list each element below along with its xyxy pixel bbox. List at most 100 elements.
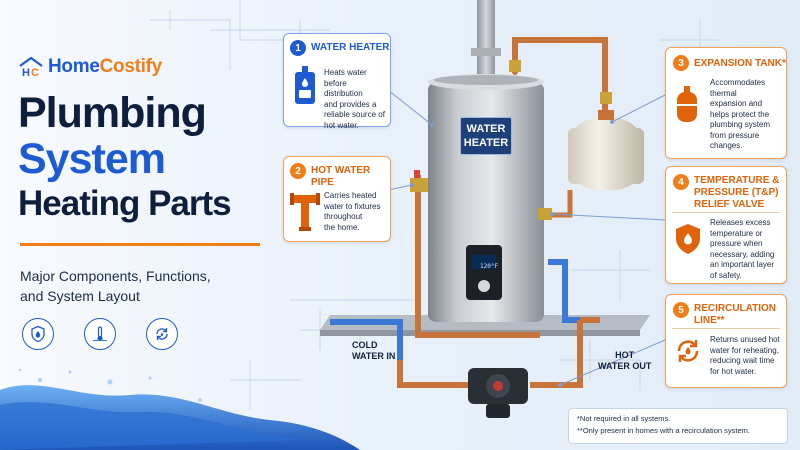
tp-relief-valve bbox=[538, 208, 552, 220]
pump-base bbox=[486, 404, 510, 418]
expansion-tank-icon bbox=[677, 86, 697, 122]
callout-2-desc-line: water to fixtures bbox=[324, 201, 381, 211]
cold-label-line-2: WATER IN bbox=[352, 351, 396, 361]
callout-2-number: 2 bbox=[290, 163, 306, 179]
tank-label: WATER HEATER bbox=[460, 117, 512, 155]
brand-name: HomeCostify bbox=[48, 56, 162, 78]
title-divider bbox=[20, 243, 260, 246]
callout-3-desc-line: Accommodates bbox=[710, 78, 766, 87]
callout-4-desc-line: an important layer bbox=[710, 260, 775, 269]
callout-water-heater: 1 WATER HEATER Heats water before distri… bbox=[283, 33, 391, 130]
callout-4-desc-line: temperature or bbox=[710, 228, 763, 238]
pump-indicator bbox=[493, 381, 503, 391]
callout-1-desc-line: hot water. bbox=[324, 120, 359, 130]
hot-label-line-2: WATER OUT bbox=[598, 361, 652, 371]
callout-4-title-line: PRESSURE (T&P) bbox=[694, 187, 779, 198]
recirculation-arrows-icon bbox=[156, 328, 168, 340]
brand: H C HomeCostify bbox=[18, 56, 162, 78]
control-knob bbox=[478, 280, 490, 292]
callout-5-title: RECIRCULATION LINE** bbox=[694, 303, 782, 327]
callout-4-desc-line: pressure when bbox=[710, 239, 763, 248]
hot-label-line-1: HOT bbox=[615, 350, 635, 360]
callout-1-description: Heats water before distribution and prov… bbox=[324, 68, 386, 131]
pipe-tee-icon bbox=[290, 193, 320, 231]
callout-2-description: Carries heated water to fixtures through… bbox=[324, 191, 386, 233]
callout-5-title-line: LINE** bbox=[694, 315, 725, 326]
badge-recirculation bbox=[146, 318, 178, 350]
callout-3-desc-line: thermal bbox=[710, 88, 737, 98]
callout-3-desc-line: plumbing system bbox=[710, 120, 771, 129]
flue-pipe bbox=[477, 0, 495, 75]
callout-3-desc-line: helps protect the bbox=[710, 109, 770, 119]
badge-temperature bbox=[84, 318, 116, 350]
callout-4-number: 4 bbox=[673, 174, 689, 190]
recirculation-pipe bbox=[397, 317, 600, 388]
brand-name-part2: Costify bbox=[99, 56, 163, 77]
callout-recirculation-line: 5 RECIRCULATION LINE** Returns unused ho… bbox=[665, 294, 787, 388]
callout-hot-water-pipe: 2 HOT WATER PIPE Carries heated water to… bbox=[283, 156, 391, 242]
callout-1-desc-line: before distribution bbox=[324, 78, 363, 99]
flue-collar bbox=[471, 48, 501, 56]
footnotes: *Not required in all systems. **Only pre… bbox=[568, 408, 788, 444]
hot-water-pipe-top bbox=[512, 37, 608, 118]
title-line-3: Heating Parts bbox=[18, 184, 232, 223]
water-splash bbox=[0, 368, 360, 450]
expansion-valve bbox=[600, 92, 612, 104]
recirculation-icon bbox=[677, 340, 699, 362]
svg-text:H: H bbox=[22, 67, 30, 78]
callout-5-desc-line: reducing wait time bbox=[710, 356, 775, 365]
hot-pipe-valve bbox=[410, 178, 428, 192]
callout-5-divider bbox=[672, 328, 780, 329]
callout-5-desc-line: for hot water. bbox=[710, 366, 757, 376]
svg-text:C: C bbox=[31, 67, 39, 78]
callout-4-desc-line: of safety. bbox=[710, 270, 742, 280]
expansion-tank-fitting bbox=[598, 110, 614, 120]
callout-2-desc-line: Carries heated bbox=[324, 191, 377, 200]
house-hc-logo-icon: H C bbox=[19, 56, 43, 78]
callout-3-description: Accommodates thermal expansion and helps… bbox=[710, 78, 782, 152]
callout-4-desc-line: necessary, adding bbox=[710, 249, 775, 259]
callout-4-title-line: TEMPERATURE & bbox=[694, 175, 780, 186]
callout-2-title: HOT WATER PIPE bbox=[311, 165, 371, 188]
callout-4-description: Releases excess temperature or pressure … bbox=[710, 218, 782, 281]
callout-4-title: TEMPERATURE & PRESSURE (T&P) RELIEF VALV… bbox=[694, 175, 782, 211]
callout-4-divider bbox=[672, 212, 780, 213]
callout-2-desc-line: throughout bbox=[324, 212, 363, 221]
callout-5-desc-line: water for reheating, bbox=[710, 345, 779, 355]
safety-shield-drop-icon bbox=[676, 224, 700, 254]
thermometer-icon bbox=[92, 326, 108, 342]
callout-3-number: 3 bbox=[673, 55, 689, 71]
control-display bbox=[472, 255, 496, 269]
callout-3-desc-line: expansion and bbox=[710, 99, 763, 108]
footnote-1: *Not required in all systems. bbox=[577, 414, 671, 423]
brand-name-part1: Home bbox=[48, 56, 100, 77]
subtitle-line-2: and System Layout bbox=[20, 288, 140, 304]
cold-water-in-label: COLD WATER IN bbox=[352, 340, 395, 362]
callout-4-title-line: RELIEF VALVE bbox=[694, 199, 765, 210]
callout-1-desc-line: and provides a bbox=[324, 99, 377, 109]
tank-display-readout: 120°F bbox=[480, 263, 499, 270]
callout-5-title-line: RECIRCULATION bbox=[694, 303, 777, 314]
callout-1-number: 1 bbox=[290, 40, 306, 56]
subtitle: Major Components, Functions, and System … bbox=[20, 266, 270, 306]
callout-1-title: WATER HEATER bbox=[311, 42, 390, 53]
tank-top-inner bbox=[434, 75, 538, 85]
hot-pipe-valve-handle bbox=[414, 170, 420, 178]
title-line-2: System bbox=[18, 135, 166, 183]
footnote-2: **Only present in homes with a recircula… bbox=[577, 426, 750, 435]
subtitle-line-1: Major Components, Functions, bbox=[20, 268, 211, 284]
callout-tp-relief-valve: 4 TEMPERATURE & PRESSURE (T&P) RELIEF VA… bbox=[665, 166, 787, 284]
water-heater-tank bbox=[428, 82, 544, 322]
callout-expansion-tank: 3 EXPANSION TANK* Accommodates thermal e… bbox=[665, 47, 787, 159]
tank-label-line-1: WATER bbox=[466, 123, 506, 135]
badge-water-protection bbox=[22, 318, 54, 350]
leader-lines bbox=[387, 89, 666, 386]
top-valve bbox=[509, 60, 521, 72]
callout-3-desc-line: from pressure bbox=[710, 130, 760, 140]
expansion-tank-body bbox=[568, 128, 644, 184]
callout-5-desc-line: Returns unused hot bbox=[710, 335, 780, 344]
callout-5-number: 5 bbox=[673, 302, 689, 318]
callout-1-desc-line: reliable source of bbox=[324, 110, 385, 119]
